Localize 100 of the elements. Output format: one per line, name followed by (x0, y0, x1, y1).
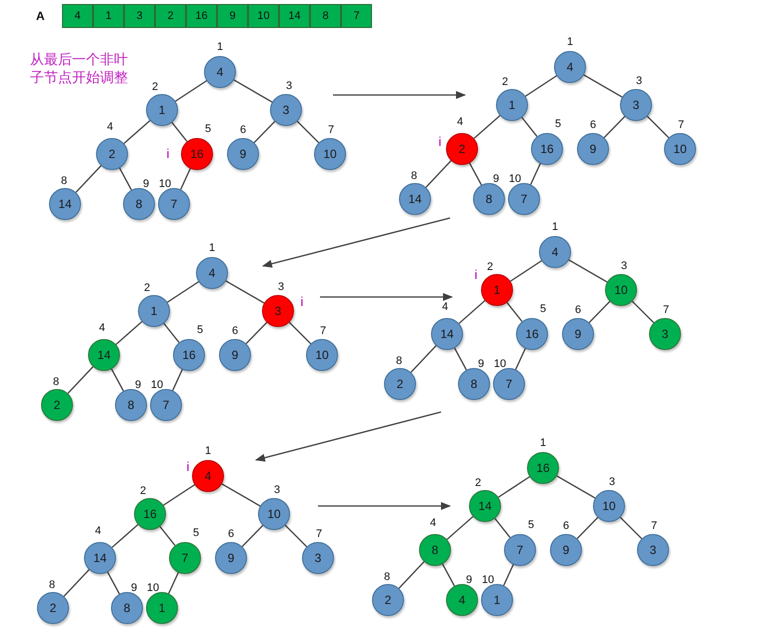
tree-node: 16 (527, 452, 559, 484)
index-label: 1 (208, 242, 216, 254)
tree-node: 4 (539, 236, 571, 268)
tree-node: 9 (577, 133, 609, 165)
tree-edge (521, 117, 538, 137)
array-cell: 7 (341, 4, 372, 28)
tree-node: 1 (481, 584, 513, 616)
tree-node: 2 (41, 389, 73, 421)
tree-node: 3 (270, 94, 302, 126)
index-label: 2 (140, 485, 146, 497)
tree-edge (75, 165, 102, 193)
index-label: 3 (286, 80, 292, 92)
tree-node: 4 (204, 56, 236, 88)
tree-node: 9 (215, 542, 247, 574)
tree-node: 16 (531, 133, 563, 165)
index-label: 6 (228, 528, 234, 540)
tree-node: 10 (593, 490, 625, 522)
tree-node: 10 (258, 498, 290, 530)
index-label: 4 (98, 322, 106, 334)
index-label: 5 (192, 527, 200, 539)
index-label: 1 (204, 445, 212, 457)
tree-edge (296, 120, 320, 144)
index-label: 8 (48, 579, 56, 591)
index-label: 5 (540, 303, 546, 315)
array-cell: 8 (310, 4, 341, 28)
tree-edge (556, 475, 596, 499)
tree-node: 9 (219, 339, 251, 371)
tree-edge (425, 160, 452, 188)
tree-node: 7 (508, 183, 540, 215)
tree-edge (588, 301, 610, 323)
tree-node: 1 (496, 89, 528, 121)
index-label: 4 (106, 121, 114, 133)
tree-node: 4 (446, 584, 478, 616)
tree-node: 4 (554, 51, 586, 83)
tree-node: 7 (493, 368, 525, 400)
index-label: 1 (566, 36, 574, 48)
tree-edge (168, 572, 179, 594)
array-cell: 16 (186, 4, 217, 28)
index-label: 9 (466, 574, 472, 586)
tree-node: 7 (504, 534, 536, 566)
tree-edge (498, 476, 530, 498)
tree-edge (515, 348, 526, 370)
index-label: 9 (492, 173, 500, 185)
index-label: 1 (216, 41, 224, 53)
index-label: 9 (130, 582, 138, 594)
tree-node: 16 (181, 138, 213, 170)
tree-node: 10 (306, 339, 338, 371)
array-cell: 4 (62, 4, 93, 28)
tree-edge (494, 518, 511, 538)
tree-node: 16 (134, 498, 166, 530)
tree-node: 14 (49, 188, 81, 220)
array-cell: 2 (155, 4, 186, 28)
index-label: 2 (144, 282, 150, 294)
index-label: 4 (430, 517, 436, 529)
tree-node: 8 (115, 389, 147, 421)
index-label: 3 (620, 260, 628, 272)
tree-edge (175, 80, 207, 102)
tree-edge (398, 561, 425, 589)
tree-node: 2 (446, 133, 478, 165)
index-label: 3 (274, 484, 280, 496)
tree-node: 9 (562, 318, 594, 350)
tree-node: 3 (637, 534, 669, 566)
tree-node: 1 (146, 94, 178, 126)
tree-edge (510, 260, 542, 282)
tree-edge (119, 168, 132, 190)
tree-edge (246, 322, 268, 344)
tree-node: 8 (123, 188, 155, 220)
tree-node: 1 (146, 592, 178, 624)
tree-edge (620, 516, 642, 540)
array-name: A (36, 9, 45, 23)
tree-edge (124, 120, 150, 144)
index-label: 6 (574, 304, 582, 316)
index-label: 8 (384, 571, 390, 583)
tree-edge (63, 569, 90, 597)
tree-node: 14 (88, 339, 120, 371)
tree-node: 2 (96, 138, 128, 170)
tree-node: 8 (473, 183, 505, 215)
tree-edge (568, 259, 608, 283)
index-label: 6 (562, 520, 570, 532)
tree-edge (67, 366, 94, 394)
index-label: 8 (396, 355, 402, 367)
index-label: 9 (478, 358, 484, 370)
index-label: 6 (232, 325, 238, 337)
pointer-label: i (300, 295, 304, 309)
index-label: 10 (150, 379, 164, 391)
tree-node: 2 (384, 368, 416, 400)
tree-edge (163, 484, 195, 506)
index-label: 7 (316, 528, 322, 540)
tree-node: 14 (469, 490, 501, 522)
index-label: 10 (494, 358, 506, 370)
tree-edge (646, 116, 670, 138)
index-label: 2 (502, 76, 508, 88)
tree-edge (226, 280, 264, 304)
index-label: 7 (678, 119, 684, 131)
tree-edge (632, 300, 654, 324)
index-label: 7 (320, 325, 326, 337)
tree-node: 16 (516, 318, 548, 350)
index-label: 3 (278, 281, 284, 293)
index-label: 8 (60, 175, 68, 187)
tree-node: 4 (196, 257, 228, 289)
